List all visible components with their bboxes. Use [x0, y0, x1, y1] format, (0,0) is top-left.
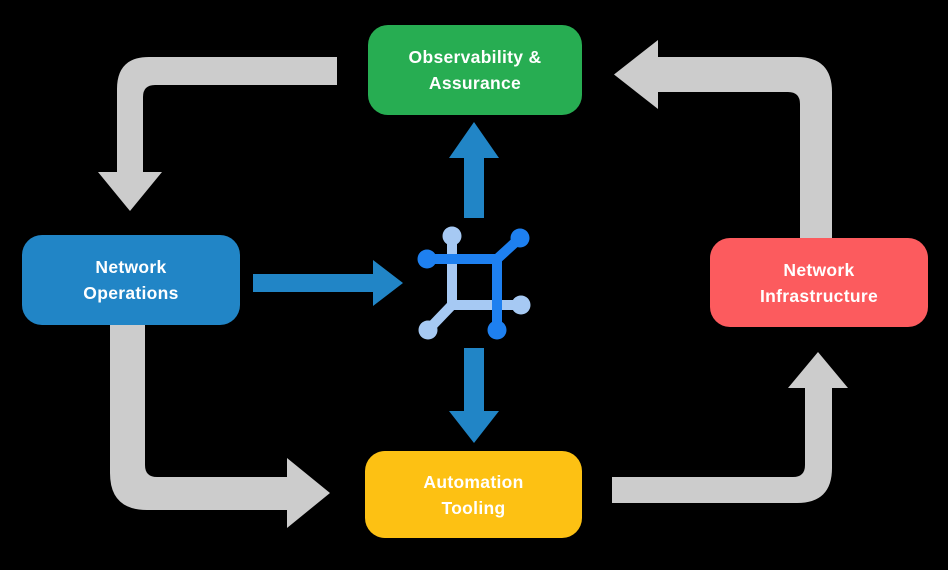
icon-node-dot — [418, 320, 438, 340]
icon-light-dots — [418, 226, 531, 340]
node-label: Tooling — [441, 497, 506, 518]
node-label: Assurance — [428, 73, 522, 93]
node-network-infrastructure: Network Infrastructure — [710, 238, 928, 327]
icon-node-dot — [511, 295, 531, 315]
arrow-operations-to-center — [253, 260, 403, 306]
icon-node-dot — [417, 249, 437, 269]
network-automation-icon — [417, 226, 531, 340]
arrow-infrastructure-to-observability — [614, 40, 832, 238]
arrow-operations-to-tooling — [110, 325, 330, 528]
node-label: Automation — [423, 471, 524, 492]
node-automation-tooling: Automation Tooling — [365, 451, 582, 538]
node-label: Network — [95, 257, 167, 277]
arrow-tooling-to-infrastructure — [612, 352, 848, 503]
icon-node-dot — [487, 320, 507, 340]
icon-dark-dots — [417, 228, 530, 340]
node-label: Network — [783, 259, 855, 280]
node-label: Operations — [83, 283, 179, 303]
node-network-operations: Network Operations — [22, 235, 240, 325]
node-observability-assurance: Observability & Assurance — [368, 25, 582, 115]
node-label: Infrastructure — [760, 285, 878, 306]
node-label: Observability & — [408, 47, 542, 67]
arrow-observability-to-operations — [98, 57, 337, 211]
arrow-center-to-tooling — [449, 348, 499, 443]
arrow-center-to-observability — [449, 122, 499, 218]
icon-node-dot — [442, 226, 462, 246]
icon-node-dot — [510, 228, 530, 248]
